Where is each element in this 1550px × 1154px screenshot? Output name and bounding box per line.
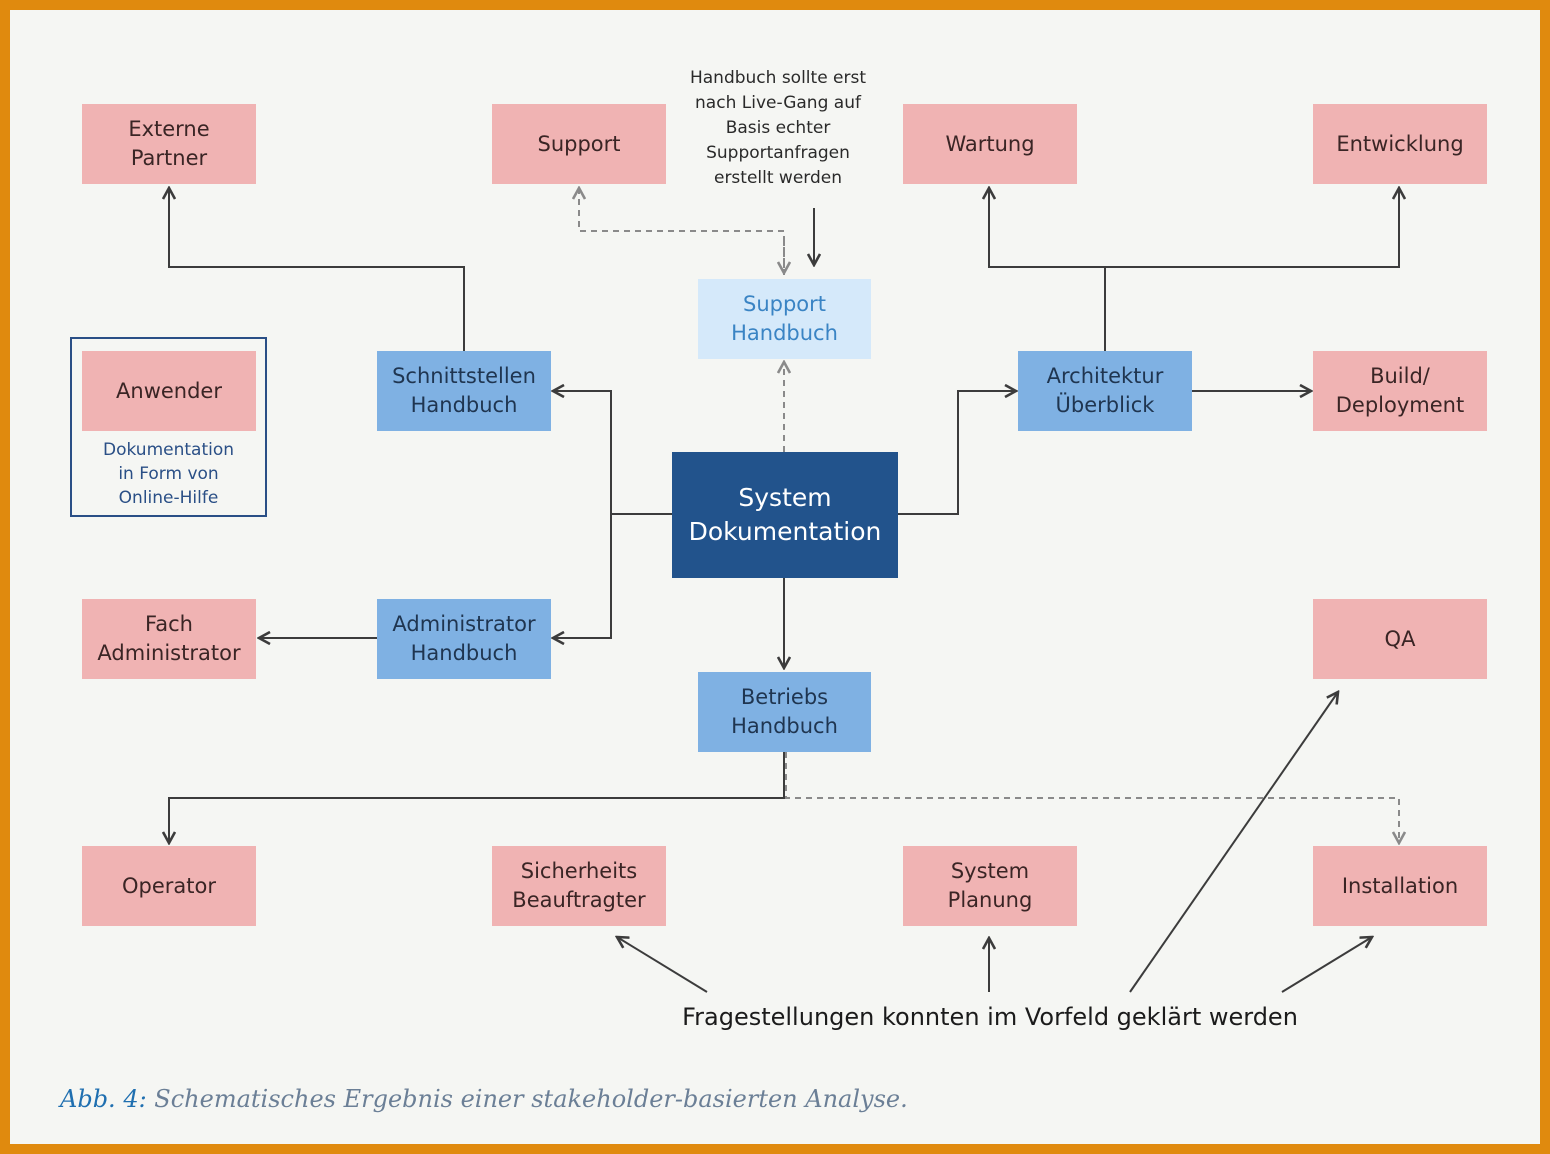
node-fach-administrator: Fach Administrator (82, 599, 256, 679)
edge-betriebs-installation (785, 752, 1399, 843)
edge-system-architektur (898, 391, 1016, 515)
node-system-dokumentation: System Dokumentation (672, 452, 898, 578)
node-build-deployment: Build/ Deployment (1313, 351, 1487, 431)
edge-schnittstellen-externe-partner (169, 188, 465, 351)
caption-label: Abb. 4: (60, 1085, 147, 1113)
top-note: Handbuch sollte erst nach Live-Gang auf … (689, 68, 867, 188)
legend-note: Dokumentation in Form von Online-Hilfe (102, 440, 235, 508)
node-architektur-ueberblick: Architektur Überblick (1018, 351, 1192, 431)
node-operator: Operator (82, 846, 256, 926)
node-betriebs-handbuch: Betriebs Handbuch (698, 672, 871, 752)
node-support: Support (492, 104, 666, 184)
edge-betriebs-operator (169, 752, 785, 843)
node-externe-partner: Externe Partner (82, 104, 256, 184)
node-entwicklung: Entwicklung (1313, 104, 1487, 184)
edge-fragen-installation (1281, 937, 1372, 993)
edge-system-schnittstellen (553, 391, 672, 515)
node-installation: Installation (1313, 846, 1487, 926)
edge-architektur-wartung (989, 188, 1105, 268)
node-wartung: Wartung (903, 104, 1077, 184)
caption-text: Schematisches Ergebnis einer stakeholder… (146, 1085, 908, 1113)
node-administrator-handbuch: Administrator Handbuch (377, 599, 551, 679)
edge-architektur-entwicklung (1105, 188, 1399, 268)
bottom-note: Fragestellungen konnten im Vorfeld geklä… (682, 1003, 1298, 1031)
node-sicherheits-beauftragter: Sicherheits Beauftragter (492, 846, 666, 926)
node-system-planung: System Planung (903, 846, 1077, 926)
node-support-handbuch: Support Handbuch (698, 279, 871, 359)
figure-caption: Abb. 4: Schematisches Ergebnis einer sta… (60, 1085, 908, 1113)
node-qa: QA (1313, 599, 1487, 679)
node-anwender: Anwender (82, 351, 256, 431)
node-schnittstellen-handbuch: Schnittstellen Handbuch (377, 351, 551, 431)
edge-system-administrator (553, 514, 612, 638)
edge-fragen-sicherheit (617, 937, 708, 993)
edge-support-handbuch-support (579, 188, 785, 275)
edge-fragen-qa (1129, 692, 1338, 993)
